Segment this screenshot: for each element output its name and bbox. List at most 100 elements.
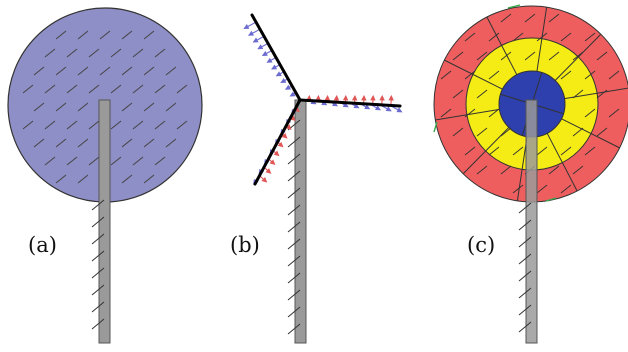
sector-line: [536, 7, 548, 72]
hatch-mark: [287, 153, 301, 165]
hatch-mark: [518, 219, 532, 231]
hatch-mark: [512, 184, 524, 194]
hatch-mark: [287, 289, 301, 301]
hatch-mark: [91, 267, 105, 279]
hatch-mark: [121, 138, 133, 148]
hatch-mark: [154, 120, 166, 130]
hatch-mark: [572, 89, 584, 99]
hatch-mark: [55, 138, 67, 148]
hatch-mark: [110, 84, 122, 94]
force-arrow: [257, 42, 269, 50]
hatch-mark: [91, 216, 105, 228]
hatch-mark: [91, 199, 105, 211]
tower-c: [525, 99, 538, 344]
disk-hatch-marks: [22, 30, 188, 184]
hatch-mark: [88, 84, 100, 94]
hatch-mark: [33, 66, 45, 76]
hatch-mark: [452, 89, 464, 99]
hatch-mark: [584, 32, 596, 42]
hatch-mark: [572, 165, 584, 175]
ring-sector-lines: [435, 7, 628, 201]
hatch-mark: [55, 102, 67, 112]
hatch-mark: [518, 236, 532, 248]
hatch-mark: [584, 108, 596, 118]
hatch-mark: [154, 156, 166, 166]
hatch-mark: [287, 136, 301, 148]
tower-b: [294, 99, 307, 344]
hatch-mark: [476, 51, 488, 61]
hatch-mark: [548, 13, 560, 23]
hatch-mark: [55, 30, 67, 40]
sector-line: [486, 16, 518, 75]
sector-line: [531, 72, 543, 105]
hatch-mark: [88, 48, 100, 58]
hatch-mark: [287, 255, 301, 267]
force-arrow: [252, 35, 265, 43]
hatch-mark: [88, 156, 100, 166]
sector-line: [516, 136, 528, 201]
force-arrow: [261, 49, 273, 57]
hatch-mark: [596, 89, 608, 99]
hatch-mark: [99, 66, 111, 76]
tower-a-hatch-marks: [91, 199, 105, 330]
hatch-mark: [110, 48, 122, 58]
hatch-mark: [44, 120, 56, 130]
hatch-mark: [488, 32, 500, 42]
hatch-mark: [548, 51, 560, 61]
hatch-mark: [165, 66, 177, 76]
hatch-mark: [548, 165, 560, 175]
hatch-mark: [22, 84, 34, 94]
hatch-mark: [464, 70, 476, 80]
hatch-mark: [22, 120, 34, 130]
rim-mark-left: [433, 121, 438, 133]
hatch-mark: [165, 102, 177, 112]
hatch-mark: [524, 51, 536, 61]
hatch-mark: [608, 108, 620, 118]
panel-c: (c): [433, 4, 628, 344]
hatch-mark: [518, 321, 532, 333]
hatch-mark: [518, 202, 532, 214]
hatch-mark: [500, 165, 512, 175]
tower-c-hatch-marks: [518, 202, 532, 333]
tower-a: [98, 99, 111, 344]
hatch-mark: [66, 48, 78, 58]
hatch-mark: [518, 304, 532, 316]
hatch-mark: [476, 89, 488, 99]
hatch-mark: [518, 253, 532, 265]
hatch-mark: [154, 48, 166, 58]
hatch-mark: [66, 120, 78, 130]
hatch-mark: [452, 51, 464, 61]
hatch-mark: [91, 284, 105, 296]
hatch-mark: [176, 120, 188, 130]
hatch-mark: [560, 184, 572, 194]
sector-line: [554, 33, 602, 81]
hatch-mark: [572, 127, 584, 137]
hatch-mark: [287, 306, 301, 318]
sector-line: [564, 87, 628, 100]
hatch-mark: [536, 146, 548, 156]
hatch-mark: [287, 170, 301, 182]
sector-line: [462, 127, 510, 175]
hatch-mark: [110, 120, 122, 130]
hatch-mark: [500, 51, 512, 61]
hatch-mark: [287, 221, 301, 233]
hatch-mark: [452, 127, 464, 137]
hatch-mark: [121, 174, 133, 184]
hatch-mark: [500, 13, 512, 23]
hatch-mark: [91, 233, 105, 245]
hatch-mark: [165, 138, 177, 148]
panel-a: (a): [7, 7, 203, 344]
sector-line: [561, 118, 620, 149]
hatch-mark: [518, 287, 532, 299]
hatch-mark: [33, 102, 45, 112]
hatch-mark: [560, 32, 572, 42]
hatch-mark: [512, 32, 524, 42]
hatch-mark: [110, 156, 122, 166]
panel-b: (b): [230, 13, 403, 344]
blade-lower: [253, 98, 302, 186]
rotor-blades: [250, 13, 402, 186]
hatch-mark: [440, 108, 452, 118]
rim-tangent-marks: [433, 4, 557, 202]
hatch-mark: [464, 108, 476, 118]
